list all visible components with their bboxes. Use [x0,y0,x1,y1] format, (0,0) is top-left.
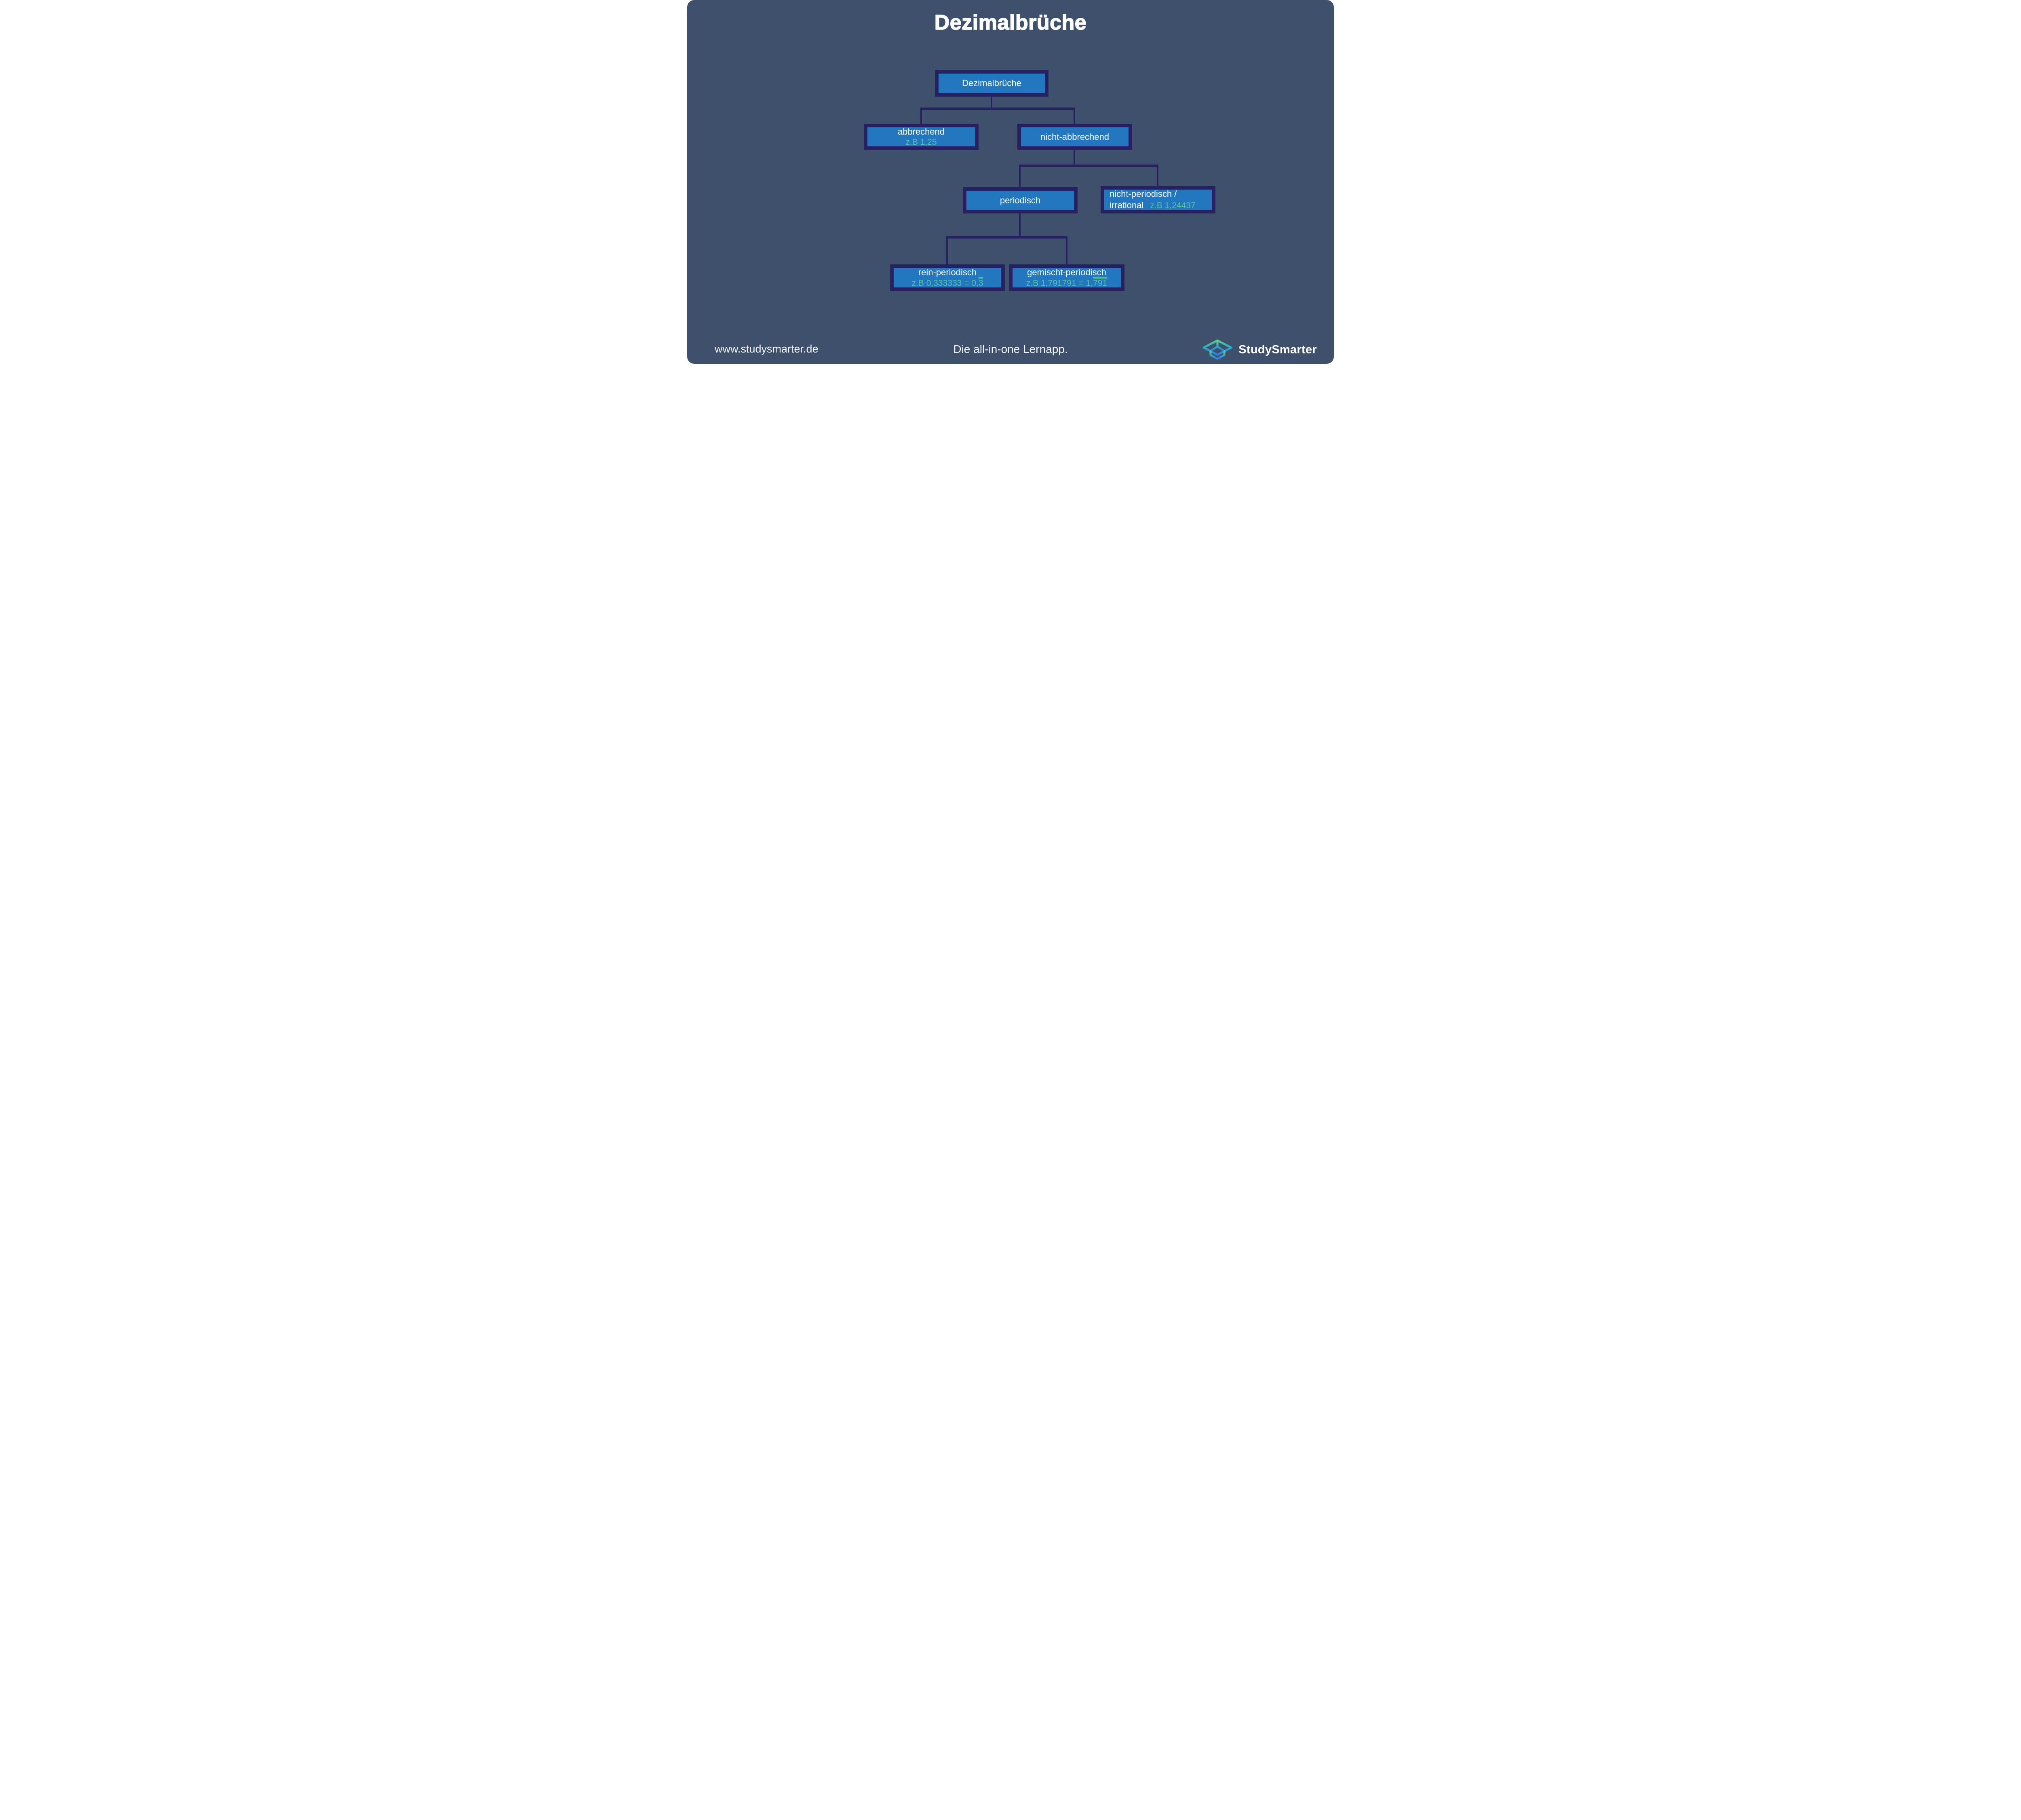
node-label: periodisch [1000,195,1041,205]
node-example: z.B 1,24437 [1150,201,1196,210]
connector-to-periodisch [1019,167,1021,187]
studysmarter-logo: StudySmarter [1202,336,1317,363]
page-title: Dezimalbrüche [934,11,1087,35]
tree-node-abbrechend: abbrechend z.B 1,25 [864,124,979,150]
node-label: gemischt-periodisch [1027,267,1106,278]
tree-node-gemischt-periodisch: gemischt-periodisch z.B 1,791791 = 1,791 [1009,264,1124,291]
node-label: Dezimalbrüche [962,78,1021,89]
connector-level2-horizontal [1019,165,1158,167]
node-example: z.B 0,333333 = 0,3 [911,278,983,288]
footer-tagline: Die all-in-one Lernapp. [953,343,1068,355]
studysmarter-logo-icon [1202,339,1232,360]
connector-nicht-abbrechend-down [1074,150,1075,165]
node-label: nicht-abbrechend [1040,131,1109,142]
connector-to-gemischt-periodisch [1066,239,1067,264]
infographic-card: Dezimalbrüche Dezimalbrüche abbrechend z… [687,0,1334,364]
footer-website: www.studysmarter.de [715,343,819,355]
connector-root-down [991,97,992,109]
connector-to-nicht-periodisch [1157,167,1158,186]
connector-level1-horizontal [920,108,1075,110]
periodic-overline-digits: 3 [978,278,983,288]
node-example: z.B 1,791791 = 1,791 [1026,278,1108,288]
tree-node-nicht-periodisch: nicht-periodisch / irrational z.B 1,2443… [1101,186,1215,213]
node-label: rein-periodisch [918,267,977,278]
node-label-line1: nicht-periodisch / [1110,189,1177,199]
connector-periodisch-down [1019,213,1021,236]
node-label-line2: irrational [1110,200,1144,210]
tree-node-periodisch: periodisch [963,187,1078,213]
node-example: z.B 1,25 [905,137,937,147]
connector-to-nicht-abbrechend [1074,110,1075,125]
node-label: abbrechend [897,126,945,137]
connector-to-abbrechend [920,110,922,125]
tree-node-nicht-abbrechend: nicht-abbrechend [1017,124,1132,150]
connector-to-rein-periodisch [946,239,948,264]
periodic-overline-digits: 791 [1093,278,1108,288]
tree-node-rein-periodisch: rein-periodisch z.B 0,333333 = 0,3 [890,264,1005,291]
studysmarter-logo-wordmark: StudySmarter [1238,343,1317,356]
tree-node-dezimalbrueche: Dezimalbrüche [935,70,1048,97]
connector-level3-horizontal [946,236,1067,239]
